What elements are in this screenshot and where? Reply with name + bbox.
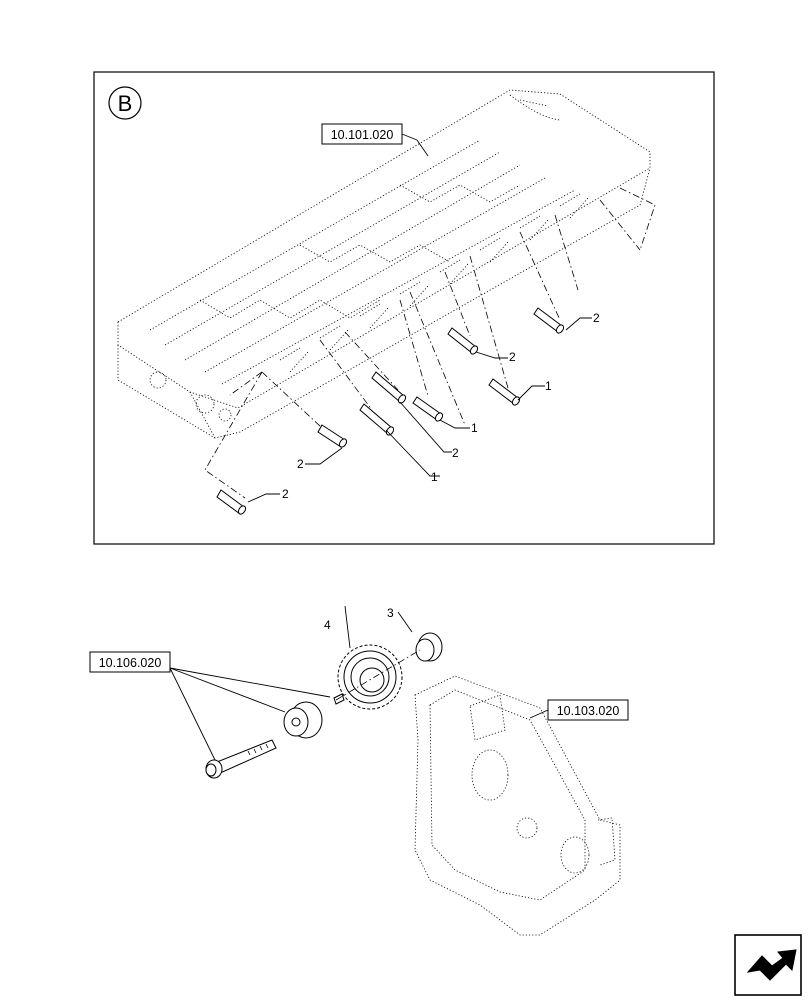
reference-box-cylinder-head[interactable]: 10.101.020 <box>321 123 418 145</box>
callout-stud-2: 2 <box>509 350 516 364</box>
callout-stud-1: 1 <box>471 421 478 435</box>
stud-part <box>447 327 479 355</box>
reference-label: 10.103.020 <box>557 704 620 718</box>
callout-stud-2: 2 <box>593 311 600 325</box>
callout-stud-2: 2 <box>452 446 459 460</box>
bolt-group-leaders <box>169 667 331 761</box>
gear-part <box>337 605 403 710</box>
callout-stud-2: 2 <box>297 457 304 471</box>
stud-part <box>359 403 395 436</box>
callout-stud-2: 2 <box>282 487 289 501</box>
hub-part <box>283 693 345 739</box>
view-label-circle: B <box>108 86 142 120</box>
detail-leaders <box>247 139 592 503</box>
callout-bearing: 3 <box>387 606 394 620</box>
stud-parts <box>216 307 565 515</box>
stud-part <box>488 378 521 406</box>
stud-part <box>412 396 444 422</box>
bolt-part <box>205 739 277 779</box>
callout-stud-1: 1 <box>545 379 552 393</box>
detail-frame <box>93 71 715 545</box>
navigation-arrow-icon[interactable] <box>734 934 802 996</box>
detail-callouts: 2 2 1 2 1 2 1 2 <box>282 311 600 501</box>
cylinder-head-drawing <box>117 89 656 499</box>
stud-part <box>216 489 247 515</box>
reference-box-bolt-group[interactable]: 10.106.020 <box>89 651 171 673</box>
front-cover-drawing <box>414 675 621 936</box>
bearing-part <box>397 611 443 662</box>
callout-stud-1: 1 <box>431 470 438 484</box>
callout-gear: 4 <box>324 618 331 632</box>
stud-part <box>371 371 407 404</box>
reference-label: 10.106.020 <box>99 656 162 670</box>
assembly-axis <box>335 649 421 701</box>
stud-part <box>317 424 348 448</box>
stud-part <box>533 307 565 334</box>
view-label: B <box>118 91 133 116</box>
reference-label: 10.101.020 <box>331 128 394 142</box>
reference-box-front-cover[interactable]: 10.103.020 <box>529 699 629 721</box>
